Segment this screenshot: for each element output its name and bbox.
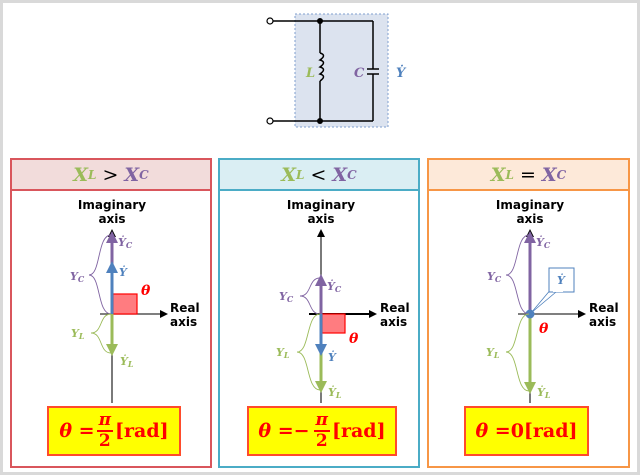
xl-symbol: X xyxy=(73,163,89,186)
fraction-numerator: π xyxy=(96,410,114,432)
xl-symbol: X xyxy=(490,163,506,186)
fraction-denominator: 2 xyxy=(315,431,328,451)
result-value: 0 xyxy=(510,420,524,442)
result-lhs: θ = xyxy=(59,420,95,442)
comparison-operator: > xyxy=(102,163,119,186)
capacitor-label: C xyxy=(354,66,365,81)
xc-sub: C xyxy=(139,167,149,182)
result-unit: [rad] xyxy=(332,420,386,442)
result-lhs: θ = xyxy=(258,420,294,442)
phase-result-3: θ = 0 [rad] xyxy=(464,406,589,456)
xc-symbol: X xyxy=(332,163,348,186)
xc-sub: C xyxy=(556,167,567,182)
terminal-bottom xyxy=(266,117,274,125)
fraction-numerator: π xyxy=(313,410,330,432)
xl-sub: L xyxy=(296,167,305,182)
fraction-denominator: 2 xyxy=(98,431,111,451)
result-sign: − xyxy=(293,420,310,442)
lc-parallel-circuit: L C Ẏ xyxy=(266,13,407,128)
xl-symbol: X xyxy=(281,163,297,186)
xc-sub: C xyxy=(347,167,357,182)
xc-symbol: X xyxy=(124,163,140,186)
xl-sub: L xyxy=(505,167,514,182)
inductor-symbol xyxy=(318,21,325,121)
xc-symbol: X xyxy=(541,163,557,186)
result-unit: [rad] xyxy=(523,420,578,442)
comparison-operator: < xyxy=(310,163,327,186)
terminal-top xyxy=(266,17,274,25)
inductor-label: L xyxy=(305,66,315,81)
result-lhs: θ = xyxy=(475,420,511,442)
result-unit: [rad] xyxy=(115,420,169,442)
capacitor-symbol xyxy=(367,21,379,121)
admittance-label: Ẏ xyxy=(396,65,407,81)
comparison-operator: = xyxy=(519,163,536,186)
xl-sub: L xyxy=(88,167,97,182)
